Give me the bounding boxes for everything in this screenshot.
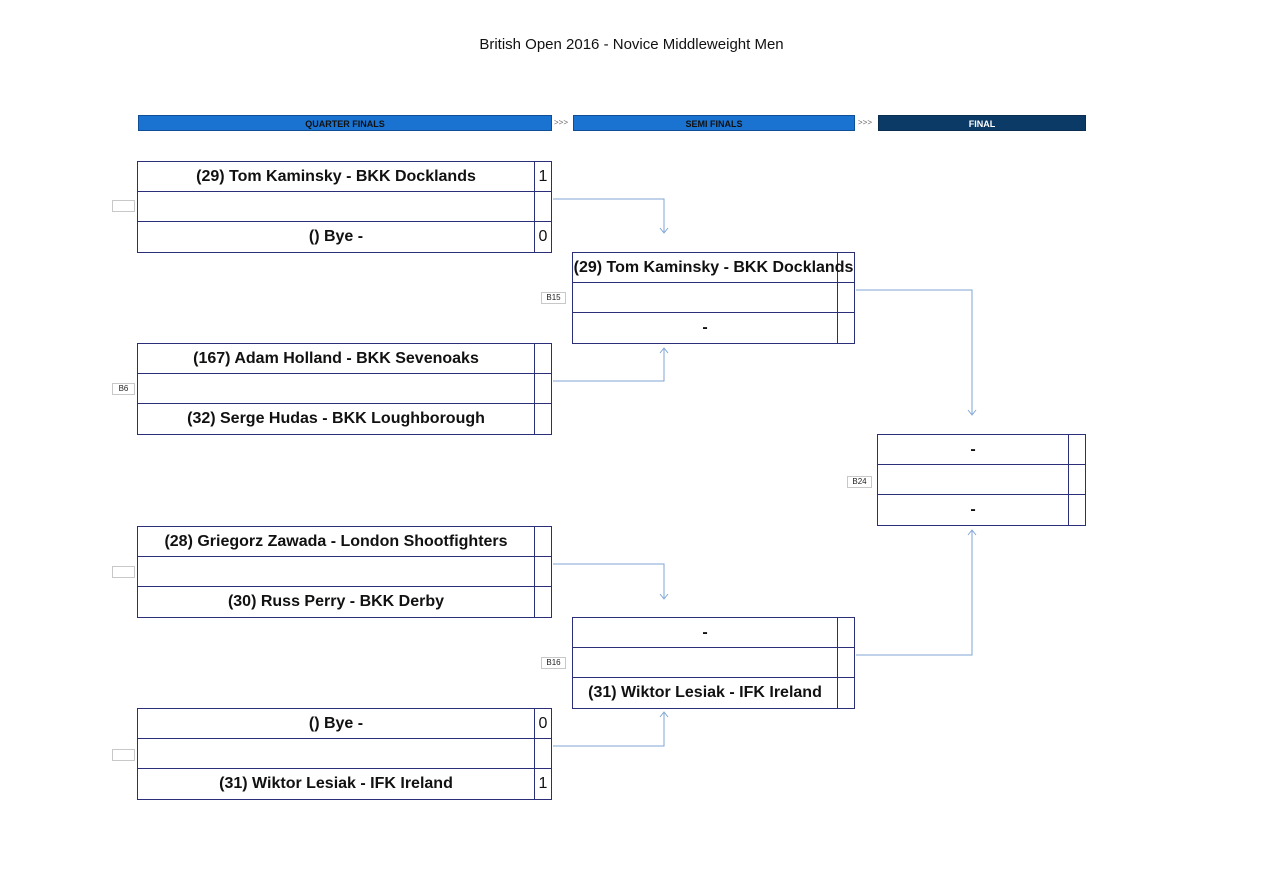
spacer-row [138, 557, 551, 587]
connector-arrow [659, 711, 669, 718]
sf-match-1[interactable]: (29) Tom Kaminsky - BKK Docklands - [572, 252, 855, 344]
spacer-row [573, 648, 854, 678]
final-header: FINAL [878, 115, 1086, 131]
match-tag: B24 [847, 476, 872, 488]
score-cell [534, 557, 551, 586]
qf-match-3[interactable]: (28) Griegorz Zawada - London Shootfight… [137, 526, 552, 618]
competitor-name: (32) Serge Hudas - BKK Loughborough [187, 410, 485, 427]
competitor-score [534, 344, 551, 373]
competitor-score [837, 678, 854, 708]
competitor-row[interactable]: (29) Tom Kaminsky - BKK Docklands 1 [138, 162, 551, 192]
final-match[interactable]: - - [877, 434, 1086, 526]
match-tag: B16 [541, 657, 566, 669]
connector-line [553, 349, 665, 382]
connector-line [553, 198, 665, 232]
competitor-name: - [970, 440, 976, 458]
competitor-score [534, 404, 551, 434]
round-separator: >>> [858, 118, 873, 127]
competitor-row[interactable]: (31) Wiktor Lesiak - IFK Ireland 1 [138, 769, 551, 799]
connector-line [553, 563, 665, 598]
spacer-row [138, 739, 551, 769]
connector-line [856, 531, 973, 656]
semi-finals-header: SEMI FINALS [573, 115, 855, 131]
competitor-row[interactable]: (29) Tom Kaminsky - BKK Docklands [573, 253, 854, 283]
connector-line [856, 289, 973, 414]
competitor-name: - [702, 623, 708, 641]
connector-arrow [967, 409, 977, 416]
competitor-row[interactable]: (31) Wiktor Lesiak - IFK Ireland [573, 678, 854, 708]
spacer-row [138, 192, 551, 222]
competitor-name: (28) Griegorz Zawada - London Shootfight… [164, 532, 508, 550]
competitor-row[interactable]: () Bye - 0 [138, 222, 551, 252]
match-tag: B6 [112, 383, 135, 395]
competitor-score [837, 253, 854, 282]
qf-match-4[interactable]: () Bye - 0 (31) Wiktor Lesiak - IFK Irel… [137, 708, 552, 800]
competitor-row[interactable]: - [878, 435, 1085, 465]
competitor-name: (31) Wiktor Lesiak - IFK Ireland [588, 684, 822, 701]
competitor-row[interactable]: - [878, 495, 1085, 525]
spacer-row [573, 283, 854, 313]
connector-arrow [659, 347, 669, 354]
competitor-name: (30) Russ Perry - BKK Derby [227, 593, 445, 610]
competitor-name: (31) Wiktor Lesiak - IFK Ireland [219, 775, 453, 792]
competitor-name: (29) Tom Kaminsky - BKK Docklands [573, 258, 854, 276]
connector-arrow [659, 227, 669, 234]
competitor-row[interactable]: - [573, 618, 854, 648]
score-cell [1068, 465, 1085, 494]
spacer-row [878, 465, 1085, 495]
competitor-name: (29) Tom Kaminsky - BKK Docklands [196, 167, 476, 185]
quarter-finals-header: QUARTER FINALS [138, 115, 552, 131]
competitor-score: 1 [534, 769, 551, 799]
competitor-score: 0 [534, 709, 551, 738]
competitor-score [1068, 435, 1085, 464]
competitor-row[interactable]: (167) Adam Holland - BKK Sevenoaks [138, 344, 551, 374]
competitor-score [1068, 495, 1085, 525]
score-cell [534, 374, 551, 403]
score-cell [837, 283, 854, 312]
qf-match-2[interactable]: (167) Adam Holland - BKK Sevenoaks (32) … [137, 343, 552, 435]
score-cell [534, 192, 551, 221]
connector-arrow [967, 529, 977, 536]
score-cell [837, 648, 854, 677]
score-cell [534, 739, 551, 768]
competitor-name: - [702, 319, 708, 336]
competitor-name: - [970, 501, 976, 518]
competitor-score [837, 618, 854, 647]
competitor-score [534, 587, 551, 617]
qf-match-1[interactable]: (29) Tom Kaminsky - BKK Docklands 1 () B… [137, 161, 552, 253]
competitor-row[interactable]: - [573, 313, 854, 343]
competitor-name: () Bye - [308, 228, 364, 245]
competitor-score [837, 313, 854, 343]
spacer-row [138, 374, 551, 404]
connector-arrow [659, 593, 669, 600]
sf-match-2[interactable]: - (31) Wiktor Lesiak - IFK Ireland [572, 617, 855, 709]
competitor-score [534, 527, 551, 556]
competitor-row[interactable]: (32) Serge Hudas - BKK Loughborough [138, 404, 551, 434]
match-tag: B15 [541, 292, 566, 304]
connector-line [553, 713, 665, 747]
competitor-name: (167) Adam Holland - BKK Sevenoaks [193, 349, 479, 367]
page-title: British Open 2016 - Novice Middleweight … [479, 36, 784, 53]
competitor-row[interactable]: (28) Griegorz Zawada - London Shootfight… [138, 527, 551, 557]
competitor-name: () Bye - [308, 714, 364, 732]
competitor-score: 1 [534, 162, 551, 191]
competitor-score: 0 [534, 222, 551, 252]
match-tag [112, 200, 135, 212]
competitor-row[interactable]: (30) Russ Perry - BKK Derby [138, 587, 551, 617]
round-separator: >>> [554, 118, 569, 127]
match-tag [112, 566, 135, 578]
match-tag [112, 749, 135, 761]
competitor-row[interactable]: () Bye - 0 [138, 709, 551, 739]
